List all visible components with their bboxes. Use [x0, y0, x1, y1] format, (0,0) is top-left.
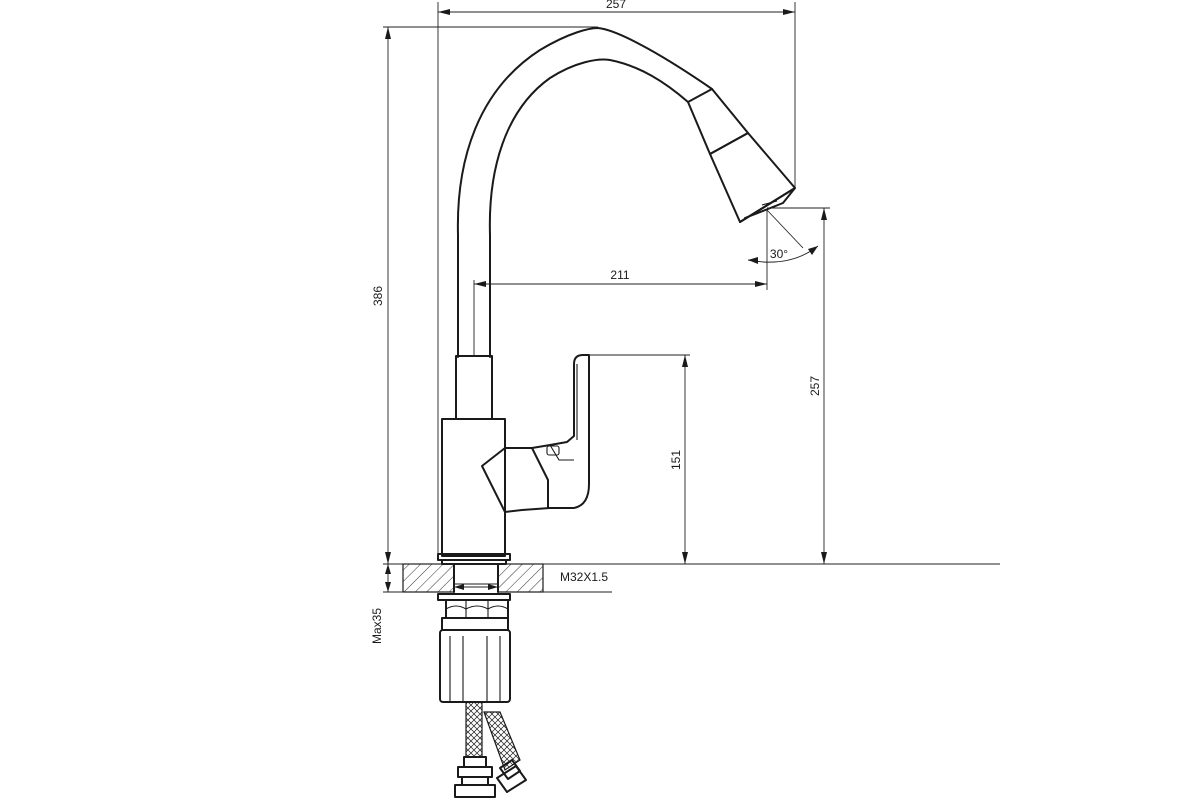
label-spout-height: 257: [808, 376, 822, 396]
label-max-mount: Max35: [370, 608, 384, 644]
dimension-lines: [383, 2, 1000, 593]
countertop-section: [402, 563, 544, 593]
label-lever-height: 151: [669, 450, 683, 470]
mounting-hardware: [437, 593, 527, 798]
label-spray-angle: 30°: [770, 247, 788, 261]
label-overall-width: 257: [606, 0, 626, 11]
label-overall-height: 386: [371, 286, 385, 306]
faucet-outline: [437, 27, 796, 565]
label-thread: M32X1.5: [560, 570, 608, 584]
label-spout-reach: 211: [610, 268, 629, 282]
